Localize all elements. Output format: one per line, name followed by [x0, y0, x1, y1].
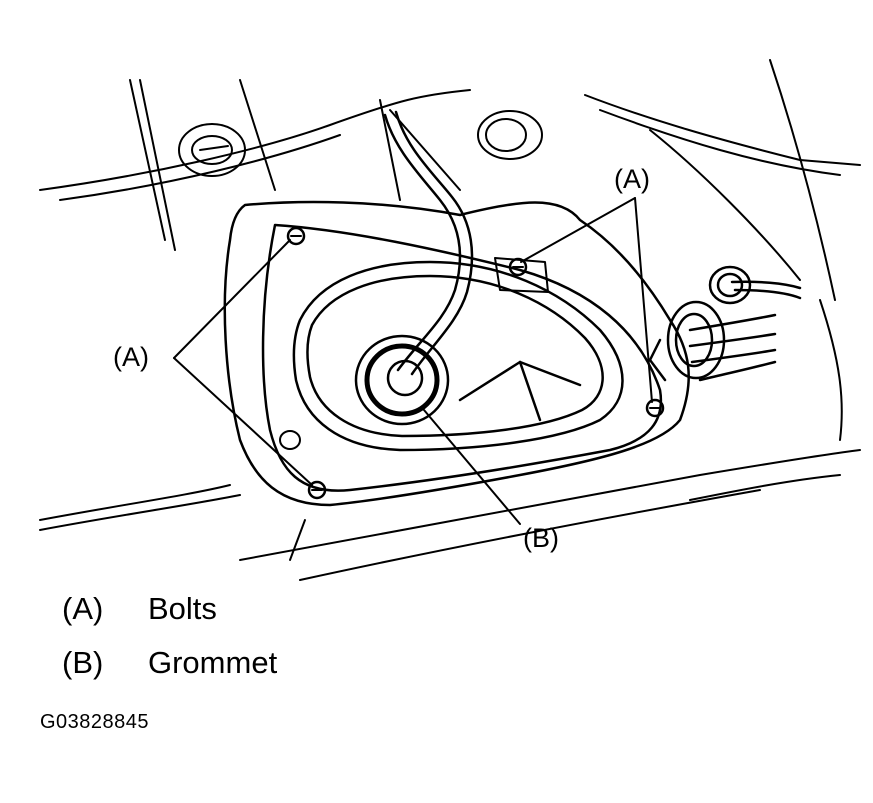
body-panel-lines — [39, 59, 861, 581]
legend-row-grommet: (B) Grommet — [62, 647, 277, 678]
plate-hole — [279, 430, 301, 450]
leader-lines — [173, 197, 653, 525]
callout-b: (B) — [523, 523, 559, 553]
legend-label: Grommet — [148, 645, 278, 680]
clip-grommet-upper-left — [178, 123, 246, 177]
motor-housing — [292, 260, 624, 452]
grommet-cable — [383, 110, 474, 376]
mounting-plate — [223, 200, 690, 507]
bolt-upper-right — [494, 257, 549, 293]
legend-key: (B) — [62, 645, 104, 680]
bolt-lower-right — [645, 398, 665, 418]
legend-label: Bolts — [148, 591, 217, 626]
wire-connector-right — [648, 265, 802, 382]
bolt-upper-left — [286, 226, 306, 246]
bolt-lower-left — [307, 480, 327, 500]
legend-row-bolts: (A) Bolts — [62, 593, 217, 624]
grommet-b — [354, 334, 450, 426]
oval-hole-upper — [477, 110, 543, 160]
figure-id: G03828845 — [40, 711, 150, 733]
legend-key: (A) — [62, 591, 104, 626]
callout-a-upper: (A) — [614, 164, 650, 194]
callout-a-left: (A) — [113, 342, 149, 372]
